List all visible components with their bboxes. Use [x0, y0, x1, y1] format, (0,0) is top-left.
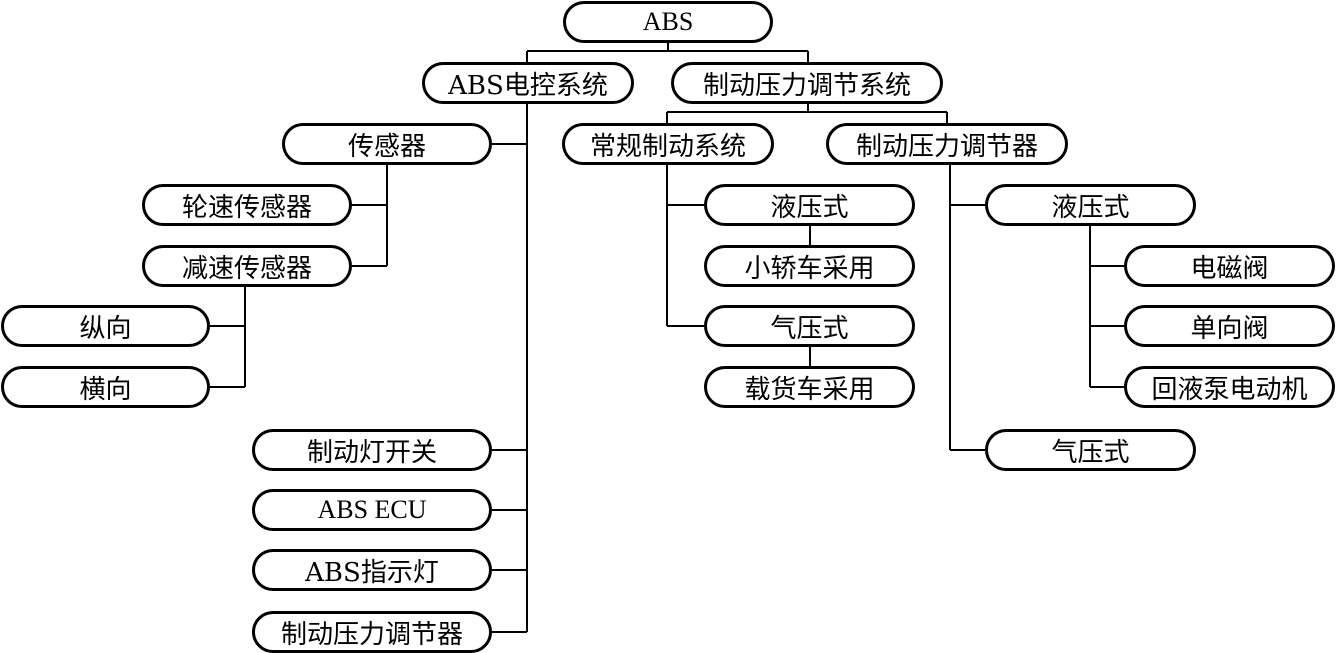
node-abs-control-system: ABS电控系统 — [422, 62, 634, 104]
node-brake-pressure-regulator-right: 制动压力调节器 — [826, 123, 1068, 165]
node-reg-pneumatic: 气压式 — [985, 429, 1196, 471]
node-wheel-speed-sensor: 轮速传感器 — [142, 184, 352, 226]
connector-regulation-children — [666, 104, 948, 123]
node-deceleration-sensor: 减速传感器 — [142, 245, 352, 287]
node-conv-pneumatic: 气压式 — [704, 305, 915, 347]
node-reg-hydraulic: 液压式 — [985, 184, 1196, 226]
connector-abs-children — [526, 42, 809, 62]
node-brake-light-switch: 制动灯开关 — [252, 429, 492, 471]
node-abs-indicator-light: ABS指示灯 — [252, 549, 492, 591]
node-conv-hydraulic: 液压式 — [704, 184, 915, 226]
node-return-pump-motor: 回液泵电动机 — [1124, 366, 1335, 408]
node-solenoid-valve: 电磁阀 — [1124, 245, 1335, 287]
node-abs-ecu: ABS ECU — [252, 489, 492, 531]
node-sensors: 传感器 — [282, 123, 492, 165]
node-brake-pressure-regulation-system: 制动压力调节系统 — [671, 62, 943, 104]
node-car-use: 小轿车采用 — [704, 245, 915, 287]
node-truck-use: 载货车采用 — [704, 366, 915, 408]
node-conventional-brake-system: 常规制动系统 — [562, 123, 774, 165]
node-abs: ABS — [563, 1, 773, 43]
node-brake-pressure-regulator-left: 制动压力调节器 — [252, 611, 492, 653]
node-lateral: 横向 — [1, 366, 210, 408]
node-check-valve: 单向阀 — [1124, 305, 1335, 347]
node-longitudinal: 纵向 — [1, 305, 210, 347]
